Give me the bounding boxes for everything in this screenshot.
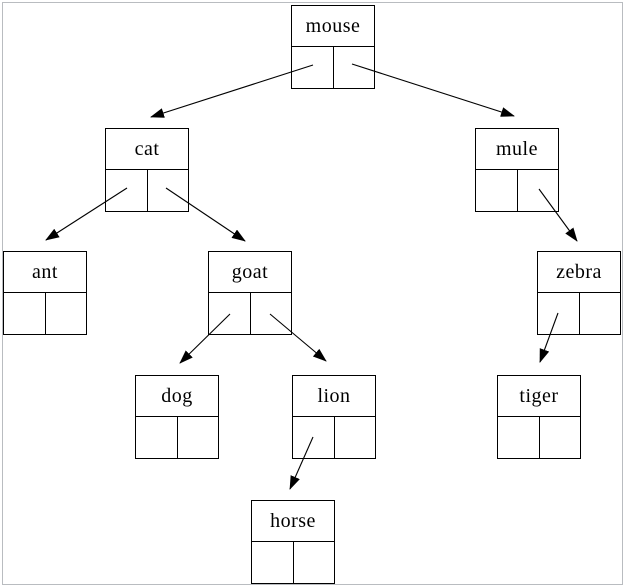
node-cat-left-pointer-cell bbox=[106, 170, 148, 211]
node-label-mouse: mouse bbox=[292, 6, 374, 47]
node-mouse-right-pointer-cell bbox=[334, 47, 375, 88]
node-label-dog: dog bbox=[136, 376, 218, 417]
node-tiger-left-pointer-cell bbox=[498, 417, 540, 458]
tree-node-ant: ant bbox=[3, 251, 87, 335]
node-mule-right-pointer-cell bbox=[518, 170, 559, 211]
tree-node-mule: mule bbox=[475, 128, 559, 212]
node-ant-right-pointer-cell bbox=[46, 293, 87, 334]
tree-node-cat: cat bbox=[105, 128, 189, 212]
node-ant-left-pointer-cell bbox=[4, 293, 46, 334]
node-label-horse: horse bbox=[252, 501, 334, 542]
node-label-tiger: tiger bbox=[498, 376, 580, 417]
tree-node-zebra: zebra bbox=[537, 251, 621, 335]
node-goat-left-pointer-cell bbox=[209, 293, 251, 334]
node-zebra-left-pointer-cell bbox=[538, 293, 580, 334]
node-lion-right-pointer-cell bbox=[335, 417, 376, 458]
node-mouse-left-pointer-cell bbox=[292, 47, 334, 88]
tree-node-dog: dog bbox=[135, 375, 219, 459]
node-horse-left-pointer-cell bbox=[252, 542, 294, 583]
node-cat-right-pointer-cell bbox=[148, 170, 189, 211]
node-zebra-right-pointer-cell bbox=[580, 293, 621, 334]
node-mule-left-pointer-cell bbox=[476, 170, 518, 211]
node-label-lion: lion bbox=[293, 376, 375, 417]
tree-node-tiger: tiger bbox=[497, 375, 581, 459]
tree-node-goat: goat bbox=[208, 251, 292, 335]
tree-node-lion: lion bbox=[292, 375, 376, 459]
tree-node-horse: horse bbox=[251, 500, 335, 584]
node-dog-right-pointer-cell bbox=[178, 417, 219, 458]
node-label-goat: goat bbox=[209, 252, 291, 293]
node-dog-left-pointer-cell bbox=[136, 417, 178, 458]
node-horse-right-pointer-cell bbox=[294, 542, 335, 583]
node-lion-left-pointer-cell bbox=[293, 417, 335, 458]
node-label-mule: mule bbox=[476, 129, 558, 170]
node-label-zebra: zebra bbox=[538, 252, 620, 293]
node-label-ant: ant bbox=[4, 252, 86, 293]
tree-node-mouse: mouse bbox=[291, 5, 375, 89]
node-tiger-right-pointer-cell bbox=[540, 417, 581, 458]
node-goat-right-pointer-cell bbox=[251, 293, 292, 334]
node-label-cat: cat bbox=[106, 129, 188, 170]
